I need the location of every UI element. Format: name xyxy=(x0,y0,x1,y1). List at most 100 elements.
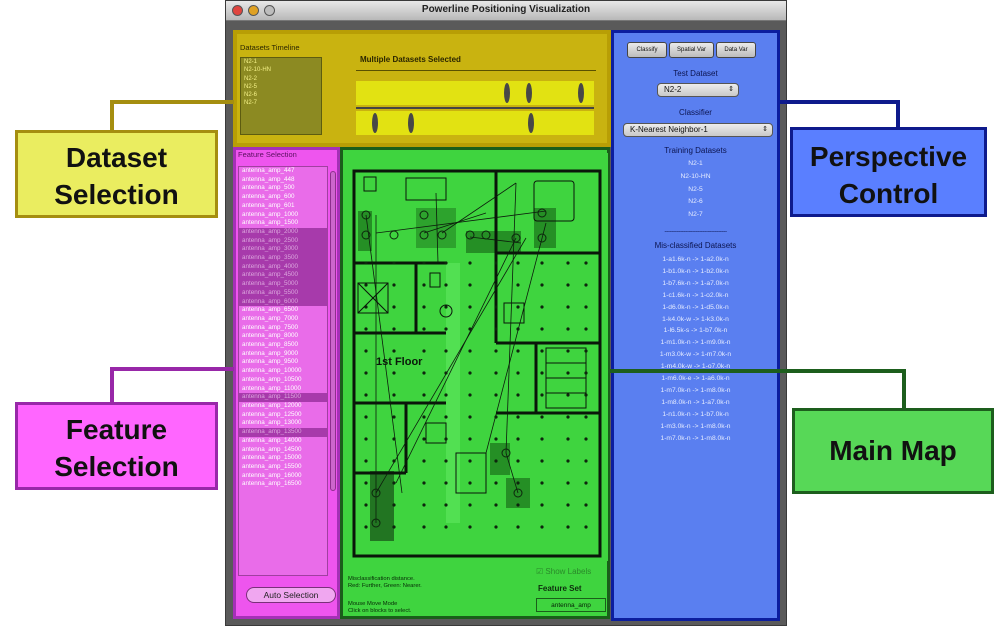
dataset-item[interactable]: N2-5 xyxy=(244,83,258,90)
map-node[interactable] xyxy=(566,371,570,375)
map-node[interactable] xyxy=(566,503,570,507)
map-node[interactable] xyxy=(392,437,396,441)
dataset-item[interactable]: N2-2 xyxy=(244,75,258,82)
map-node[interactable] xyxy=(494,371,498,375)
map-node[interactable] xyxy=(364,261,368,265)
feature-list-scrollbar[interactable] xyxy=(330,171,336,491)
feature-list-item[interactable]: antenna_amp_14000 xyxy=(242,436,302,444)
dataset-item[interactable]: N2-1 xyxy=(244,59,258,65)
map-node[interactable] xyxy=(584,349,588,353)
map-node[interactable] xyxy=(468,437,472,441)
map-node[interactable] xyxy=(392,349,396,353)
map-node[interactable] xyxy=(584,305,588,309)
map-node[interactable] xyxy=(584,481,588,485)
map-node[interactable] xyxy=(584,283,588,287)
map-node[interactable] xyxy=(422,525,426,529)
map-node[interactable] xyxy=(540,415,544,419)
map-node[interactable] xyxy=(566,393,570,397)
timeline-marker[interactable] xyxy=(578,83,584,103)
map-node[interactable] xyxy=(392,459,396,463)
timeline-tracks[interactable] xyxy=(356,69,596,139)
feature-list-item[interactable]: antenna_amp_7000 xyxy=(242,314,299,322)
map-node[interactable] xyxy=(540,305,544,309)
test-dataset-select[interactable]: N2-2 ⇕ xyxy=(657,83,739,97)
map-node[interactable] xyxy=(468,305,472,309)
map-node[interactable] xyxy=(444,503,448,507)
feature-list-item[interactable]: antenna_amp_600 xyxy=(242,193,295,201)
map-node[interactable] xyxy=(540,349,544,353)
map-node[interactable] xyxy=(361,210,371,220)
feature-list-item[interactable]: antenna_amp_8500 xyxy=(242,341,299,349)
map-node[interactable] xyxy=(468,415,472,419)
map-node[interactable] xyxy=(392,305,396,309)
map-node[interactable] xyxy=(540,525,544,529)
timeline-marker[interactable] xyxy=(526,83,532,103)
dataset-item[interactable]: N2-10-HN xyxy=(244,67,272,74)
map-node[interactable] xyxy=(540,283,544,287)
feature-list-item[interactable]: antenna_amp_16500 xyxy=(242,480,302,488)
auto-selection-button[interactable]: Auto Selection xyxy=(246,587,336,603)
feature-list-item[interactable]: antenna_amp_10000 xyxy=(242,367,302,375)
feature-list-item[interactable]: antenna_amp_4500 xyxy=(239,271,327,281)
map-node[interactable] xyxy=(364,525,368,529)
map-node[interactable] xyxy=(419,210,429,220)
map-node[interactable] xyxy=(584,371,588,375)
map-node[interactable] xyxy=(540,261,544,265)
map-node[interactable] xyxy=(566,437,570,441)
feature-list-item[interactable]: antenna_amp_9500 xyxy=(242,358,299,366)
map-node[interactable] xyxy=(566,327,570,331)
map-node[interactable] xyxy=(516,327,520,331)
map-node[interactable] xyxy=(516,371,520,375)
feature-list-item[interactable]: antenna_amp_447 xyxy=(242,167,295,174)
map-node[interactable] xyxy=(584,327,588,331)
map-node[interactable] xyxy=(494,525,498,529)
feature-list-item[interactable]: antenna_amp_11000 xyxy=(242,384,302,392)
map-node[interactable] xyxy=(516,459,520,463)
feature-list-item[interactable]: antenna_amp_6500 xyxy=(242,306,299,314)
map-node[interactable] xyxy=(468,283,472,287)
map-node[interactable] xyxy=(468,327,472,331)
feature-list-item[interactable]: antenna_amp_10500 xyxy=(242,375,302,383)
feature-list-item[interactable]: antenna_amp_7500 xyxy=(242,323,299,331)
map-node[interactable] xyxy=(494,327,498,331)
map-node[interactable] xyxy=(392,371,396,375)
map-node[interactable] xyxy=(364,349,368,353)
map-node[interactable] xyxy=(494,503,498,507)
timeline-marker[interactable] xyxy=(528,113,534,133)
map-node[interactable] xyxy=(422,459,426,463)
map-node[interactable] xyxy=(444,459,448,463)
tab-classify[interactable]: Classify xyxy=(627,42,667,58)
map-node[interactable] xyxy=(584,415,588,419)
dataset-item[interactable]: N2-7 xyxy=(244,100,258,107)
map-node[interactable] xyxy=(364,415,368,419)
map-node[interactable] xyxy=(364,437,368,441)
map-node[interactable] xyxy=(584,261,588,265)
map-node[interactable] xyxy=(422,261,426,265)
feature-list-item[interactable]: antenna_amp_12000 xyxy=(242,401,302,409)
map-node[interactable] xyxy=(444,349,448,353)
map-node[interactable] xyxy=(392,327,396,331)
map-node[interactable] xyxy=(392,261,396,265)
map-node[interactable] xyxy=(511,233,521,243)
feature-list-item[interactable]: antenna_amp_4000 xyxy=(239,262,327,272)
map-node[interactable] xyxy=(494,305,498,309)
map-node[interactable] xyxy=(584,437,588,441)
map-node[interactable] xyxy=(389,230,399,240)
map-node[interactable] xyxy=(516,283,520,287)
map-node[interactable] xyxy=(364,393,368,397)
map-node[interactable] xyxy=(513,488,523,498)
map-node[interactable] xyxy=(422,503,426,507)
map-node[interactable] xyxy=(516,415,520,419)
map-node[interactable] xyxy=(584,459,588,463)
map-node[interactable] xyxy=(444,261,448,265)
map-node[interactable] xyxy=(437,230,447,240)
map-node[interactable] xyxy=(516,437,520,441)
map-node[interactable] xyxy=(422,481,426,485)
map-node[interactable] xyxy=(540,371,544,375)
map-node[interactable] xyxy=(444,393,448,397)
map-node[interactable] xyxy=(494,261,498,265)
map-node[interactable] xyxy=(371,488,381,498)
dataset-list[interactable]: N2-1 N2-10-HN N2-2 N2-5 N2-6 N2-7 xyxy=(240,57,322,135)
map-node[interactable] xyxy=(465,230,475,240)
